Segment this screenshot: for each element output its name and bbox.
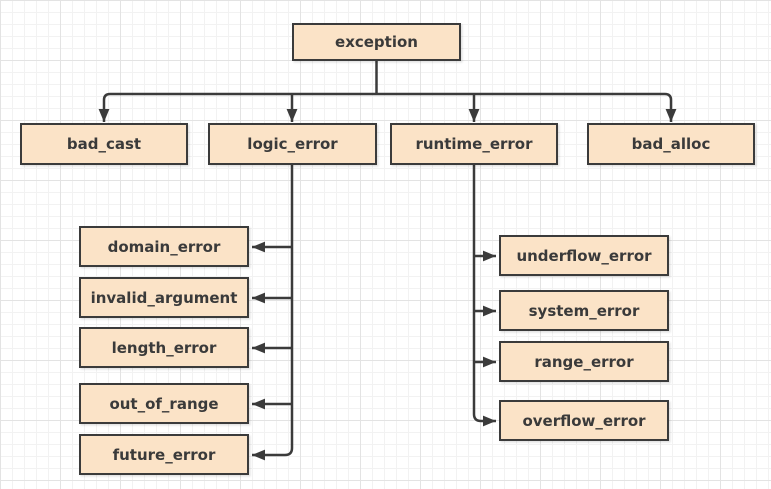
node-bad-alloc: bad_alloc bbox=[587, 123, 755, 165]
node-range-error: range_error bbox=[499, 341, 669, 382]
node-logic-error: logic_error bbox=[208, 123, 377, 165]
node-out-of-range: out_of_range bbox=[79, 383, 249, 424]
node-future-error: future_error bbox=[79, 434, 249, 475]
node-domain-error: domain_error bbox=[79, 226, 249, 267]
node-underflow-error: underflow_error bbox=[499, 235, 669, 276]
node-length-error: length_error bbox=[79, 327, 249, 368]
node-bad-cast: bad_cast bbox=[20, 123, 188, 165]
node-exception: exception bbox=[292, 23, 461, 61]
edge-runtime-error-trunk bbox=[472, 165, 496, 427]
node-system-error: system_error bbox=[499, 290, 669, 331]
node-runtime-error: runtime_error bbox=[390, 123, 558, 165]
edge-exception-bus bbox=[98, 92, 677, 122]
edge-logic-error-trunk bbox=[252, 165, 294, 461]
node-overflow-error: overflow_error bbox=[499, 400, 669, 441]
node-invalid-argument: invalid_argument bbox=[79, 277, 249, 318]
